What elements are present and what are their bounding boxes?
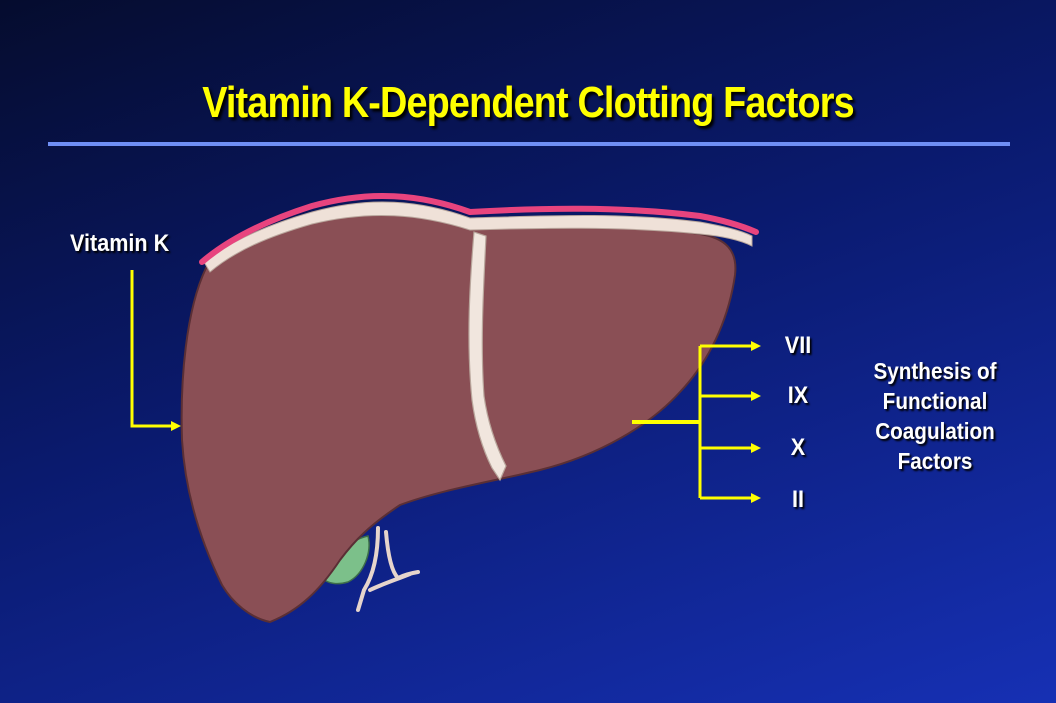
- synthesis-line-1: Synthesis of: [873, 358, 997, 384]
- liver-capsule-shape: [199, 193, 759, 265]
- synthesis-line-2: Functional: [882, 388, 988, 414]
- liver-body-shape: [180, 212, 737, 624]
- factor-ii-label: II: [791, 486, 805, 513]
- slide-title: Vitamin K-Dependent Clotting Factors: [202, 78, 854, 127]
- falciform-ligament-shape: [468, 231, 507, 482]
- synthesis-line-3: Coagulation: [875, 418, 995, 444]
- vitamin-k-arrow: [130, 270, 181, 431]
- factor-vii-label: VII: [784, 332, 812, 359]
- factor-ix-label: IX: [787, 382, 809, 409]
- synthesis-caption: Synthesis of Functional Coagulation Fact…: [850, 356, 1021, 476]
- factor-x-label: X: [790, 434, 806, 461]
- liver-illustration: [180, 193, 759, 624]
- synthesis-line-4: Factors: [897, 448, 973, 474]
- vitamin-k-label: Vitamin K: [70, 230, 170, 257]
- diaphragm-surface-shape: [203, 201, 753, 273]
- title-underline: [48, 142, 1010, 146]
- bile-duct-shape: [356, 526, 420, 612]
- factor-bracket: [632, 341, 761, 503]
